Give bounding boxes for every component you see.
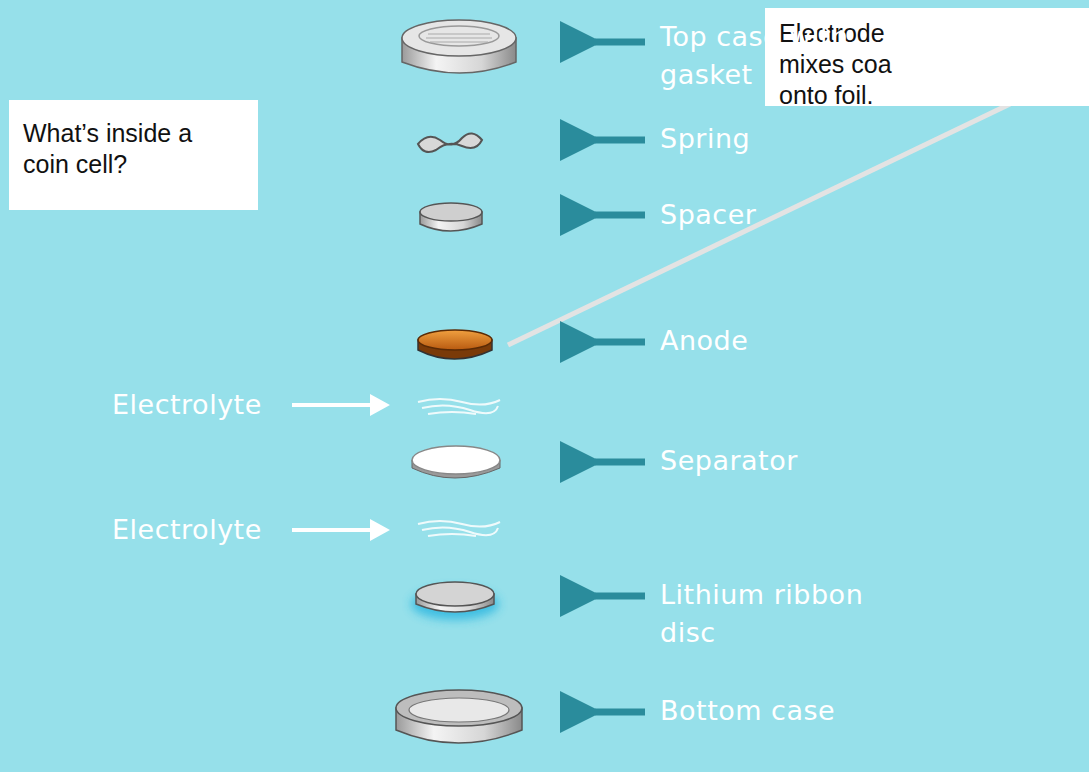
anode-disc <box>418 330 492 359</box>
part-label: Spring <box>660 120 920 158</box>
part-label: Bottom case <box>660 692 920 730</box>
leader-line <box>508 104 1010 345</box>
pointer-arrow <box>595 42 645 712</box>
part-label: Separator <box>660 442 920 480</box>
part-label: Electrolyte <box>112 511 292 549</box>
separator-disc <box>412 446 500 478</box>
part-label: Electrolyte <box>112 386 292 424</box>
part-label: Lithium ribbon disc <box>660 576 890 652</box>
lithium-disc <box>411 582 499 620</box>
bottom-case <box>396 690 522 743</box>
part-label: Anode <box>660 322 920 360</box>
electrolyte-layer <box>418 399 500 414</box>
spacer <box>420 203 482 231</box>
spring <box>418 133 482 152</box>
pointer-arrow <box>292 405 372 530</box>
callout-box: What’s inside a coin cell? <box>9 100 258 210</box>
part-label: Top case with gasket <box>660 18 920 94</box>
electrolyte-layer <box>418 521 500 536</box>
arrow-head <box>370 394 390 541</box>
callout-text: What’s inside a coin cell? <box>23 118 228 180</box>
top-case <box>402 20 516 73</box>
part-label: Spacer <box>660 196 920 234</box>
